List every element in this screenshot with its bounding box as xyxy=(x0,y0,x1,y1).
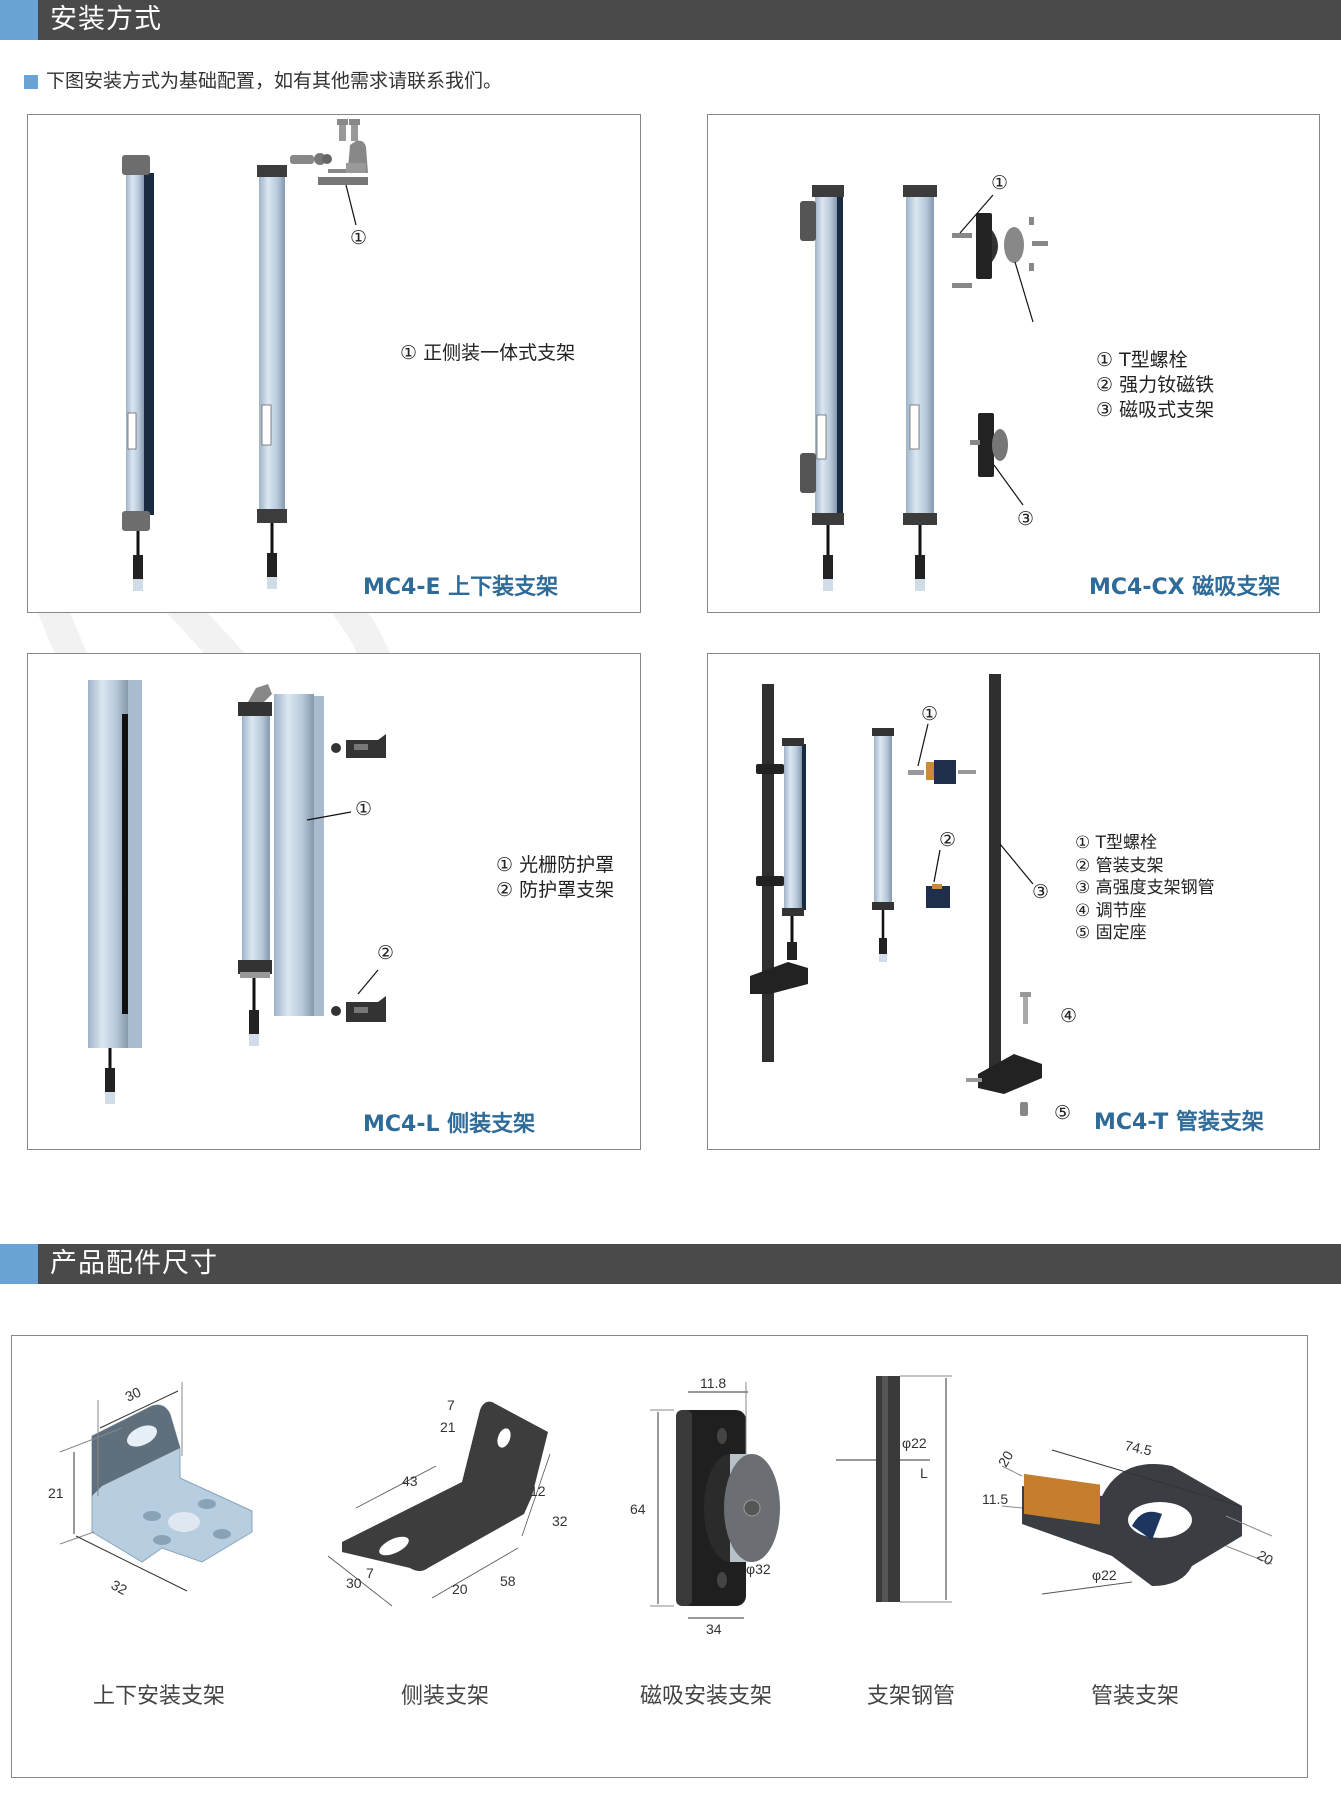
side-bracket-drawing: 7 21 43 12 32 30 7 20 58 xyxy=(327,1397,568,1607)
pipe-clamp-drawing: 74.5 20 11.5 20 φ22 xyxy=(982,1437,1277,1595)
panel-legend: ① T型螺栓 ② 强力钕磁铁 ③ 磁吸式支架 xyxy=(1096,348,1214,423)
section-accent xyxy=(0,0,38,40)
updown-bracket-drawing: 30 21 32 xyxy=(48,1382,253,1599)
callout-1: ① xyxy=(921,703,939,725)
dim-d: 12 xyxy=(530,1483,546,1499)
cover-bracket-icon xyxy=(331,734,386,1022)
section-accent xyxy=(0,1244,38,1284)
panel-caption: MC4-CX 磁吸支架 xyxy=(1089,575,1281,600)
legend-item: ① T型螺栓 xyxy=(1096,349,1188,371)
accessory-label: 支架钢管 xyxy=(866,1684,956,1709)
dim-bore: φ22 xyxy=(1092,1567,1117,1583)
legend-item: ③ 高强度支架钢管 xyxy=(1075,878,1215,898)
accessory-label: 磁吸安装支架 xyxy=(639,1684,773,1709)
magnetic-bracket-parts-icon xyxy=(952,194,1048,506)
panel-mc4-l: ① ② ① 光栅防护罩 ② 防护罩支架 MC4-L 侧装支架 xyxy=(27,653,641,1150)
light-curtain-icon xyxy=(238,684,272,1046)
legend-item: ① 光栅防护罩 xyxy=(496,854,615,876)
light-curtain-icon xyxy=(872,728,894,962)
accessory-label: 侧装支架 xyxy=(400,1684,490,1709)
dim-height: 11.5 xyxy=(982,1491,1008,1507)
panel-legend: ① 光栅防护罩 ② 防护罩支架 xyxy=(496,853,614,903)
callout-1: ① xyxy=(991,172,1009,194)
dim-width: 30 xyxy=(123,1384,144,1405)
legend-item: ④ 调节座 xyxy=(1075,900,1147,921)
light-curtain-icon xyxy=(257,165,287,589)
panel-mc4-cx: ① ③ ① T型螺栓 ② 强力钕磁铁 ③ 磁吸式支架 MC4-CX 磁吸支架 xyxy=(707,114,1320,613)
callout-1: ① xyxy=(355,798,373,820)
dim-b: 21 xyxy=(440,1419,456,1435)
t-bolt-and-bracket-icon xyxy=(908,723,976,908)
light-curtain-icon xyxy=(800,185,844,591)
dim-diameter: φ32 xyxy=(746,1561,771,1577)
section-title: 产品配件尺寸 xyxy=(50,1248,218,1279)
protective-cover-icon xyxy=(88,680,142,1104)
section-title: 安装方式 xyxy=(50,4,162,35)
legend-item: ② 防护罩支架 xyxy=(496,879,615,901)
panel-legend: ① T型螺栓 ② 管装支架 ③ 高强度支架钢管 ④ 调节座 ⑤ 固定座 xyxy=(1075,832,1215,945)
light-curtain-icon xyxy=(122,155,154,591)
bullet-square-icon xyxy=(24,75,38,89)
pipe-mount-assembly-icon xyxy=(750,684,808,1062)
legend-item: ② 管装支架 xyxy=(1075,855,1164,876)
light-curtain-icon xyxy=(903,185,937,591)
steel-pipe-drawing: φ22 L xyxy=(836,1375,952,1603)
adjust-seat-icon xyxy=(966,992,1042,1116)
callout-2: ② xyxy=(939,829,957,851)
dim-c: 43 xyxy=(402,1473,418,1489)
dim-depth: 32 xyxy=(109,1577,130,1599)
dim-width: 34 xyxy=(706,1621,722,1637)
dim-height: 21 xyxy=(48,1485,64,1501)
dim-thickness: 11.8 xyxy=(700,1375,726,1391)
panel-mc4-t: ① ② ③ ④ ⑤ ① T型螺栓 ② 管装支架 ③ 高强度支架钢管 ④ 调节座 … xyxy=(707,653,1320,1150)
callout-2: ② xyxy=(377,942,395,964)
dim-width: 20 xyxy=(995,1448,1017,1470)
panel-mc4-e: ① ① 正侧装一体式支架 MC4-E 上下装支架 xyxy=(27,114,641,613)
accessories-panel: 30 21 32 7 21 43 12 32 30 7 20 58 xyxy=(11,1335,1308,1778)
section-header-accessories: 产品配件尺寸 xyxy=(0,1244,1341,1284)
mc4-l-illustration xyxy=(88,680,386,1104)
dim-f: 30 xyxy=(346,1575,362,1591)
mc4-t-illustration xyxy=(750,674,1042,1116)
panel-caption: MC4-T 管装支架 xyxy=(1094,1110,1264,1135)
dim-h: 20 xyxy=(452,1581,468,1597)
callout-3: ③ xyxy=(1032,881,1050,903)
legend-item: ① T型螺栓 xyxy=(1075,833,1158,853)
magnetic-bracket-drawing: 11.8 64 34 φ32 xyxy=(630,1375,780,1637)
dim-i: 58 xyxy=(500,1573,516,1589)
mc4-e-illustration xyxy=(122,119,368,591)
dim-diameter: φ22 xyxy=(902,1435,927,1451)
accessory-label: 管装支架 xyxy=(1090,1684,1180,1709)
callout-5: ⑤ xyxy=(1054,1102,1072,1124)
legend-item: ③ 磁吸式支架 xyxy=(1096,399,1215,421)
legend-item: ⑤ 固定座 xyxy=(1075,923,1147,943)
dim-side: 20 xyxy=(1255,1547,1277,1569)
panel-caption: MC4-L 侧装支架 xyxy=(363,1112,536,1137)
bracket-parts-icon xyxy=(290,119,368,226)
section-header-install: 安装方式 xyxy=(0,0,1341,40)
dim-height: 64 xyxy=(630,1501,646,1517)
legend-item: ② 强力钕磁铁 xyxy=(1096,374,1215,396)
dim-g: 7 xyxy=(366,1565,374,1581)
callout-4: ④ xyxy=(1060,1005,1078,1027)
legend-item: ① 正侧装一体式支架 xyxy=(400,342,576,364)
protective-cover-icon xyxy=(274,694,352,1016)
mc4-cx-illustration xyxy=(800,185,1048,591)
steel-pipe-icon xyxy=(989,674,1034,1076)
callout-1: ① xyxy=(350,227,368,249)
dim-e: 32 xyxy=(552,1513,568,1529)
callout-3: ③ xyxy=(1017,508,1035,530)
dim-a: 7 xyxy=(447,1397,455,1413)
panel-legend: ① 正侧装一体式支架 xyxy=(400,341,575,366)
panel-caption: MC4-E 上下装支架 xyxy=(363,575,559,600)
accessory-label: 上下安装支架 xyxy=(92,1684,226,1709)
dim-length: L xyxy=(920,1465,928,1481)
dim-length: 74.5 xyxy=(1123,1437,1153,1458)
intro-text: 下图安装方式为基础配置，如有其他需求请联系我们。 xyxy=(46,70,503,92)
